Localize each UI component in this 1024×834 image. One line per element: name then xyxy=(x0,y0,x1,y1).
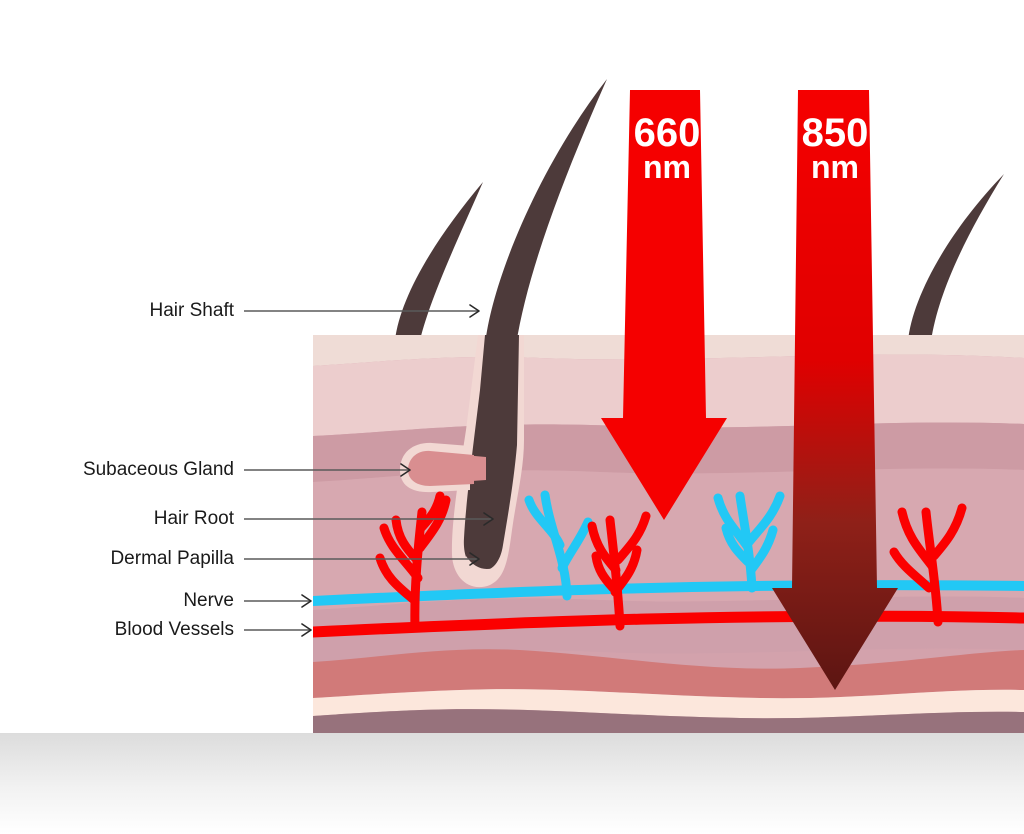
nerve-branch-mid-4 xyxy=(746,525,778,575)
annotation-layer: Hair Shaft Subaceous Gland Hair Root Der… xyxy=(83,300,494,640)
nerve-trunk xyxy=(313,580,1024,606)
blood-vessel-trunk xyxy=(313,610,1024,638)
blood-vessel-network xyxy=(313,491,1024,638)
nerve-branch-mid-3 xyxy=(744,491,785,547)
beam-850-unit: nm xyxy=(811,149,859,185)
label-hair-root: Hair Root xyxy=(154,508,235,529)
label-subaceous-gland: Subaceous Gland xyxy=(83,459,234,480)
page-shadow-gradient xyxy=(0,733,1024,834)
beam-660-unit: nm xyxy=(643,149,691,185)
capillary-mid-b1 xyxy=(587,521,621,575)
capillary-right-b3 xyxy=(889,547,934,593)
capillary-mid-b3 xyxy=(610,545,642,597)
hair-shaft-right xyxy=(908,174,1004,341)
layer-fat xyxy=(313,689,1024,719)
label-dermal-papilla: Dermal Papilla xyxy=(110,548,234,569)
callout-hair-root: Hair Root xyxy=(154,508,494,529)
callout-subaceous-gland: Subaceous Gland xyxy=(83,459,411,480)
nerve-branch-left-3 xyxy=(557,517,593,573)
capillary-left-b2 xyxy=(415,495,451,553)
nerve-branch-left-2 xyxy=(524,495,565,550)
hair-follicle xyxy=(451,335,524,588)
leader-arrowhead-hair-root xyxy=(483,512,494,526)
leader-arrowhead-nerve xyxy=(301,594,312,608)
label-hair-shaft: Hair Shaft xyxy=(150,300,235,321)
label-blood-vessels: Blood Vessels xyxy=(115,619,234,640)
callout-dermal-papilla: Dermal Papilla xyxy=(110,548,480,569)
leader-arrowhead-subaceous-gland xyxy=(400,463,411,477)
hair-root xyxy=(463,335,519,571)
beam-labels: 660 nm 850 nm xyxy=(634,111,869,185)
sebaceous-duct xyxy=(430,452,486,484)
sebaceous-gland xyxy=(400,442,486,493)
capillary-left-b5 xyxy=(375,553,419,605)
leader-arrowhead-hair-shaft xyxy=(469,304,480,318)
light-beams xyxy=(601,90,898,690)
layer-muscle xyxy=(313,709,1024,733)
nerve-branch-mid-2 xyxy=(713,493,752,551)
beam-850-wavelength: 850 xyxy=(802,111,869,155)
capillary-mid-b2 xyxy=(613,511,651,565)
capillary-right-b2 xyxy=(929,503,967,561)
leader-arrowhead-blood-vessels xyxy=(301,623,312,637)
capillary-right-b1 xyxy=(897,507,937,571)
nerve-network xyxy=(313,490,1024,606)
callout-blood-vessels: Blood Vessels xyxy=(115,619,312,640)
capillary-left-b1 xyxy=(379,523,423,583)
layer-hypodermis xyxy=(313,649,1024,699)
capillary-mid-b4 xyxy=(591,551,618,593)
beam-660-wavelength: 660 xyxy=(634,111,701,155)
callout-hair-shaft: Hair Shaft xyxy=(150,300,480,321)
leader-arrowhead-dermal-papilla xyxy=(469,552,480,566)
capillary-left-b3 xyxy=(391,515,422,565)
hair-shaft-center xyxy=(485,79,607,345)
dermal-papilla xyxy=(466,556,506,583)
nerve-branch-mid-5 xyxy=(721,523,753,567)
hair-shaft-left xyxy=(395,182,483,340)
beam-660-arrow[interactable] xyxy=(601,90,727,520)
hair-shaft-group xyxy=(395,79,1004,345)
beam-850-arrow[interactable] xyxy=(772,90,898,690)
callout-nerve: Nerve xyxy=(183,590,312,611)
capillary-left-b4 xyxy=(416,491,445,533)
label-nerve: Nerve xyxy=(183,590,234,611)
